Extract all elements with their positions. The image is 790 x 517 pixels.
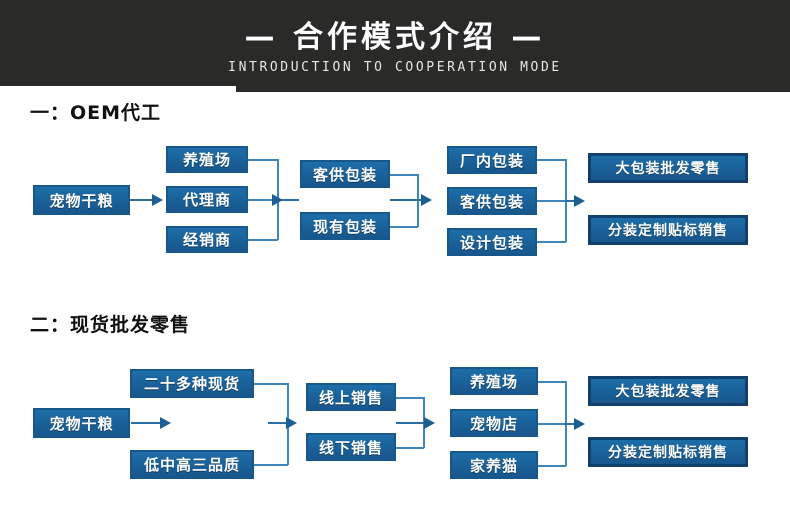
section-2-heading: 二：现货批发零售 — [30, 314, 191, 336]
flow-box-s2-sales-0[interactable]: 线上销售 — [306, 383, 396, 411]
flow-box-s1-packaging-0[interactable]: 客供包装 — [300, 160, 390, 188]
arrow-s1-packaging-to-type — [421, 194, 432, 206]
arrow-s2-source-to-stock — [160, 417, 171, 429]
flow-box-s2-customer-1[interactable]: 宠物店 — [450, 409, 538, 437]
connector-s1-channel-to-pack — [277, 199, 299, 201]
arrow-s1-type-to-output — [574, 195, 585, 207]
connector-s2-sales-0-out — [396, 397, 424, 399]
flow-box-s1-output-0[interactable]: 大包装批发零售 — [588, 153, 748, 183]
arrow-s2-customer-to-output — [574, 418, 585, 430]
connector-s1-packaging-to-type — [390, 199, 426, 201]
connector-s2-customer-2-out — [538, 465, 566, 467]
connector-s1-packaging-1-out — [390, 226, 418, 228]
flow-box-s1-source-0[interactable]: 宠物干粮 — [33, 185, 130, 215]
flow-box-s1-packaging-type-1[interactable]: 客供包装 — [447, 187, 537, 215]
flow-box-s2-source-0[interactable]: 宠物干粮 — [33, 408, 130, 438]
flow-box-s2-customer-0[interactable]: 养殖场 — [450, 367, 538, 395]
page-title: — 合作模式介绍 — — [244, 20, 546, 55]
arrow-s1-channel-to-pack — [272, 194, 283, 206]
flow-box-s1-packaging-type-2[interactable]: 设计包装 — [447, 228, 537, 256]
connector-s2-source-to-stock — [131, 422, 167, 424]
connector-s2-customer-1-out — [538, 423, 566, 425]
connector-s2-stock-0-out — [254, 383, 288, 385]
connector-s1-type-1-out — [537, 200, 566, 202]
flow-box-s1-packaging-type-0[interactable]: 厂内包装 — [447, 146, 537, 174]
connector-s1-type-2-out — [537, 241, 566, 243]
connector-s2-sales-1-out — [396, 447, 424, 449]
connector-s1-channel-1-out — [248, 199, 278, 201]
arrow-s2-stock-to-sales — [286, 417, 297, 429]
flow-box-s1-channel-2[interactable]: 经销商 — [166, 226, 248, 253]
flow-box-s1-output-1[interactable]: 分装定制贴标销售 — [588, 215, 748, 245]
flow-box-s2-output-0[interactable]: 大包装批发零售 — [588, 376, 748, 406]
flow-box-s2-sales-1[interactable]: 线下销售 — [306, 433, 396, 461]
flow-box-s2-stock-0[interactable]: 二十多种现货 — [130, 369, 254, 398]
connector-s1-channel-2-out — [248, 239, 278, 241]
connector-s2-sales-to-customer — [396, 422, 428, 424]
page-header: — 合作模式介绍 — INTRODUCTION TO COOPERATION M… — [0, 0, 790, 92]
flow-box-s2-customer-2[interactable]: 家养猫 — [450, 451, 538, 479]
flow-box-s2-stock-1[interactable]: 低中高三品质 — [130, 450, 254, 479]
flow-box-s1-channel-1[interactable]: 代理商 — [166, 186, 248, 213]
connector-s1-source-to-channel — [130, 199, 158, 201]
connector-s1-channel-0-out — [248, 159, 278, 161]
connector-s1-packaging-0-out — [390, 174, 418, 176]
connector-s1-type-0-out — [537, 159, 566, 161]
flow-box-s2-output-1[interactable]: 分装定制贴标销售 — [588, 437, 748, 467]
connector-s2-stock-to-sales — [268, 422, 292, 424]
arrow-s1-source-to-channel — [152, 194, 163, 206]
section-1-heading: 一：OEM代工 — [30, 102, 162, 124]
arrow-s2-sales-to-customer — [424, 417, 435, 429]
flow-box-s1-channel-0[interactable]: 养殖场 — [166, 146, 248, 173]
connector-s2-customer-0-out — [538, 381, 566, 383]
header-background-extension — [236, 0, 790, 92]
flow-box-s1-packaging-1[interactable]: 现有包装 — [300, 212, 390, 240]
page-subtitle: INTRODUCTION TO COOPERATION MODE — [228, 60, 562, 75]
connector-s2-stock-1-out — [254, 464, 288, 466]
